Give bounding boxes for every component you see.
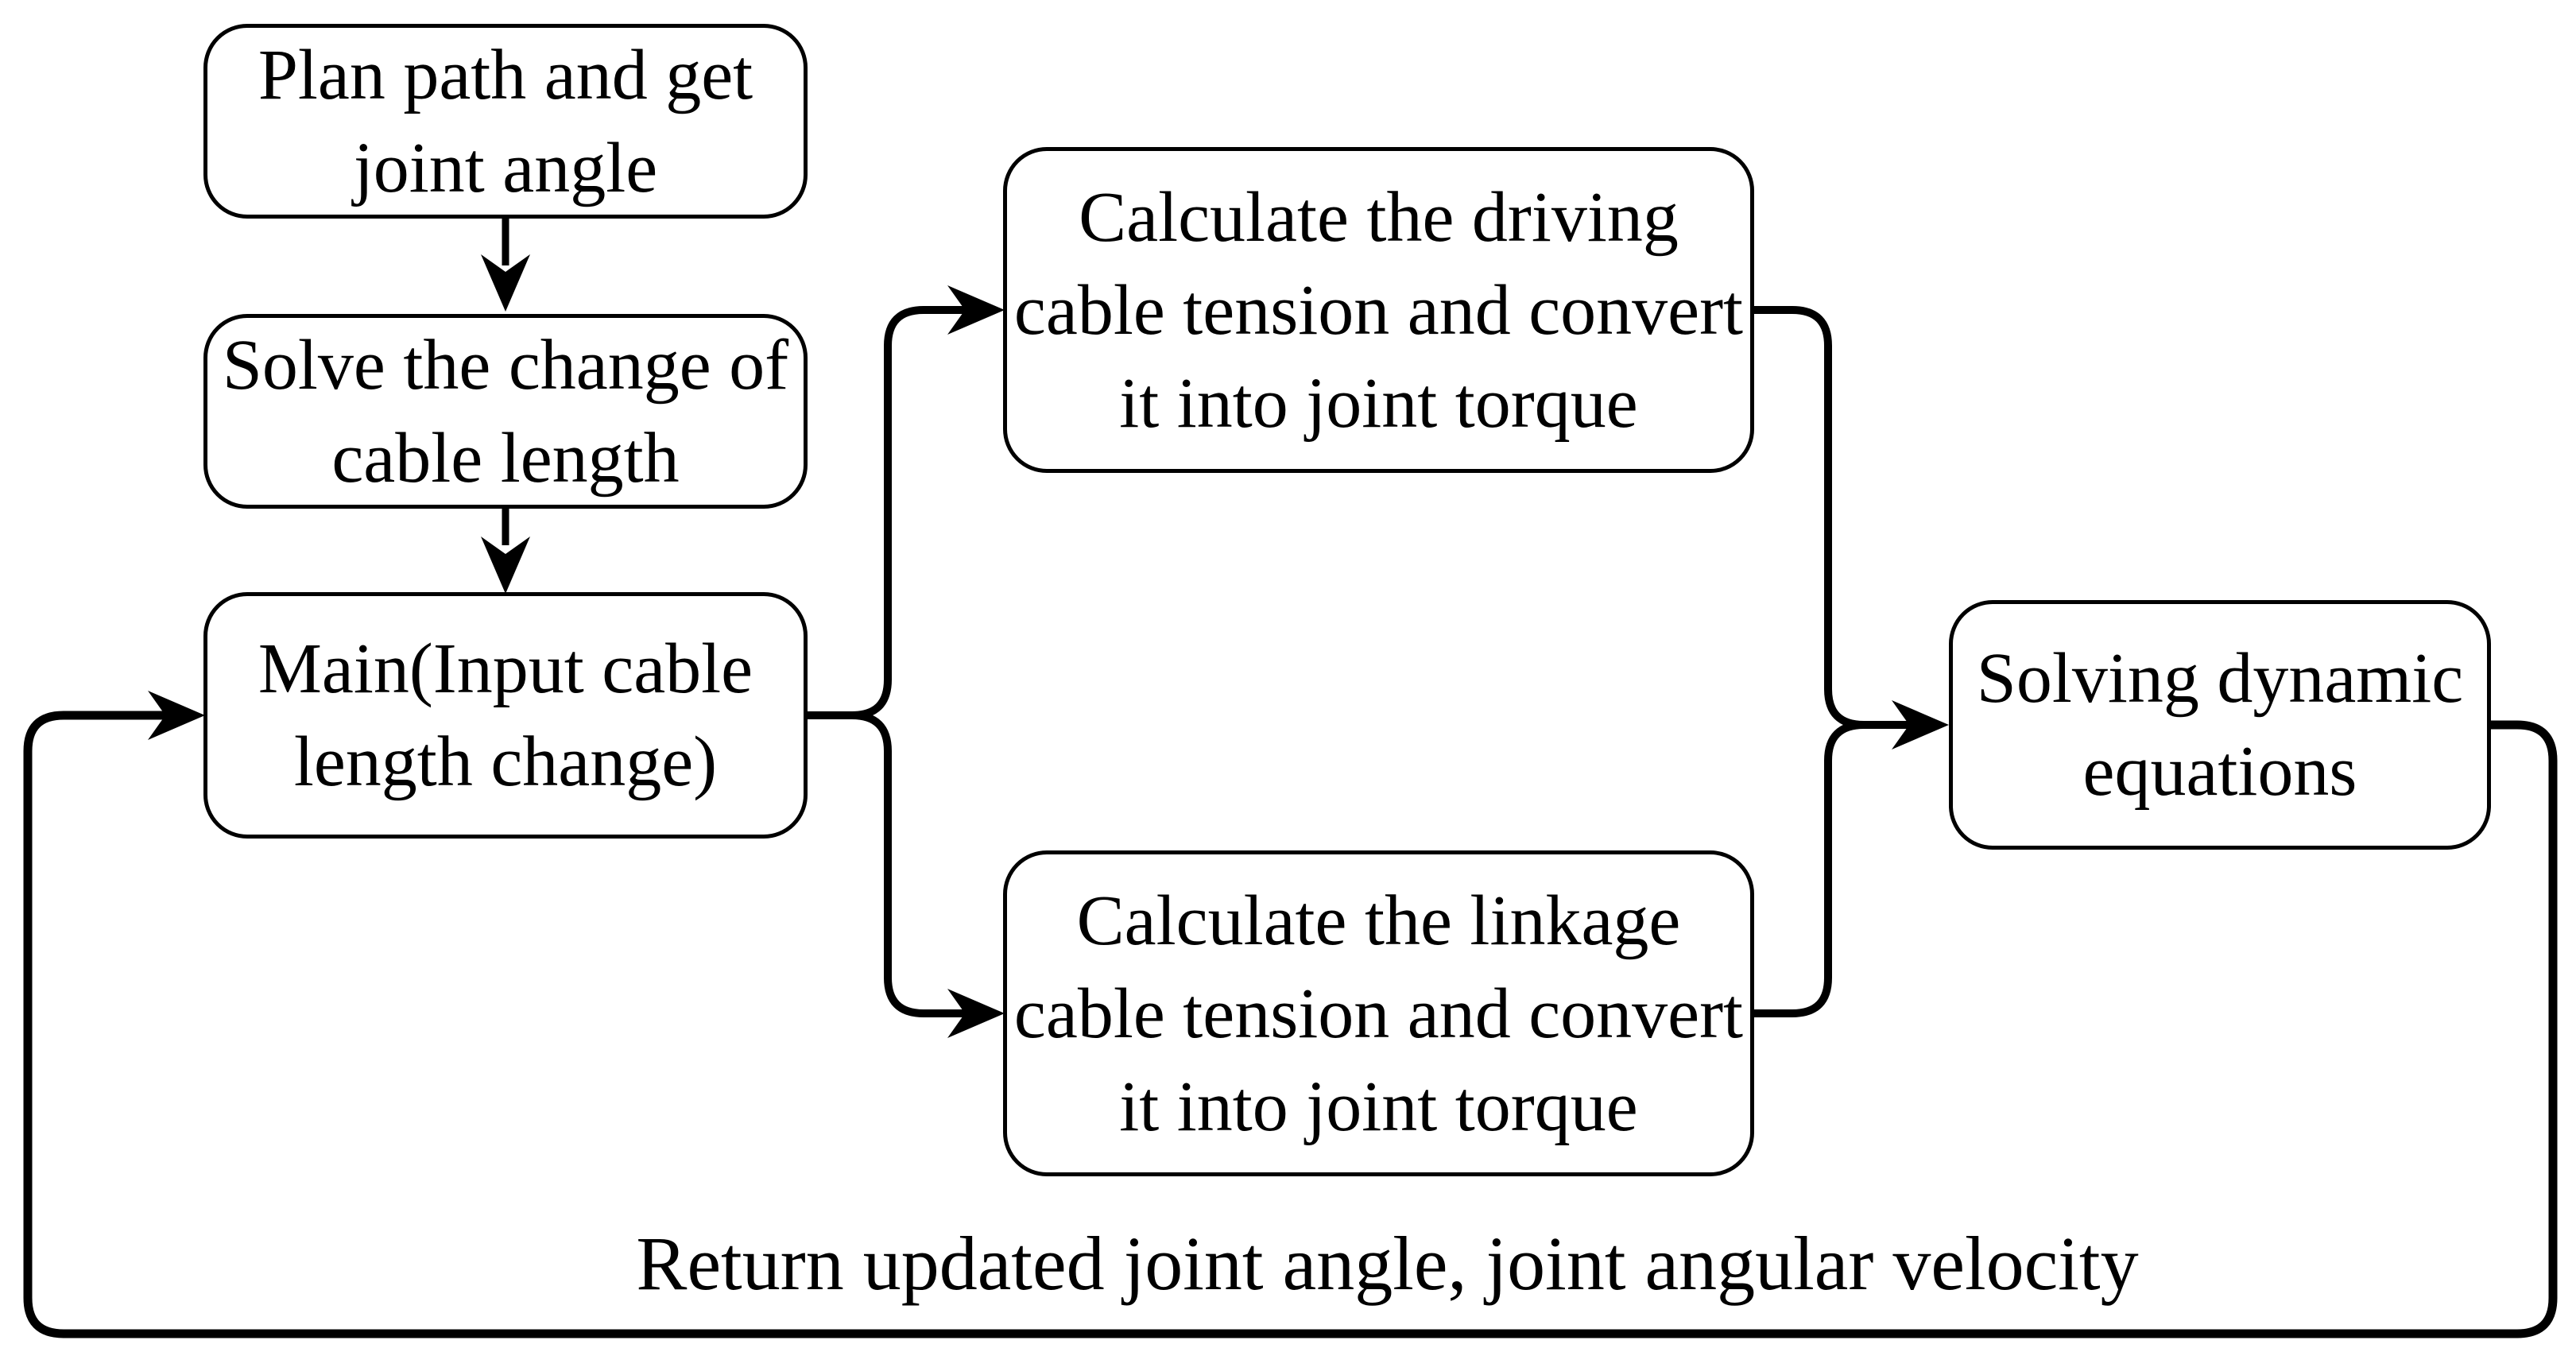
arrowhead-solve-to-main [481, 536, 530, 594]
connector-driving-to-dynamic [1754, 306, 1912, 729]
connector-return-loop [23, 711, 2558, 1338]
node-solve-cable-length-label: Solve the change of cable length [222, 325, 789, 498]
node-solve-cable-length: Solve the change of cable length [203, 314, 808, 509]
arrowhead-main-to-linkage [947, 989, 1005, 1038]
arrowhead-into-dynamic [1892, 700, 1949, 750]
arrowhead-main-to-driving [947, 285, 1005, 335]
node-linkage-cable-tension: Calculate the linkage cable tension and … [1003, 850, 1754, 1176]
node-solving-dynamic-equations: Solving dynamic equations [1949, 600, 2491, 850]
connector-linkage-to-dynamic [1754, 721, 1912, 1017]
node-plan-path-label: Plan path and get joint angle [258, 35, 753, 207]
arrowhead-return-into-main [148, 691, 205, 740]
node-main-input: Main(Input cable length change) [203, 592, 808, 839]
node-linkage-cable-tension-label: Calculate the linkage cable tension and … [1013, 881, 1744, 1146]
node-driving-cable-tension-label: Calculate the driving cable tension and … [1013, 177, 1744, 443]
arrowhead-plan-to-solve [481, 254, 530, 312]
node-solving-dynamic-equations-label: Solving dynamic equations [1976, 639, 2464, 811]
node-main-input-label: Main(Input cable length change) [258, 629, 753, 801]
return-loop-label: Return updated joint angle, joint angula… [636, 1221, 2139, 1306]
node-driving-cable-tension: Calculate the driving cable tension and … [1003, 147, 1754, 473]
connector-main-to-driving [808, 306, 966, 719]
node-plan-path: Plan path and get joint angle [203, 24, 808, 219]
connector-main-to-linkage [808, 711, 966, 1017]
